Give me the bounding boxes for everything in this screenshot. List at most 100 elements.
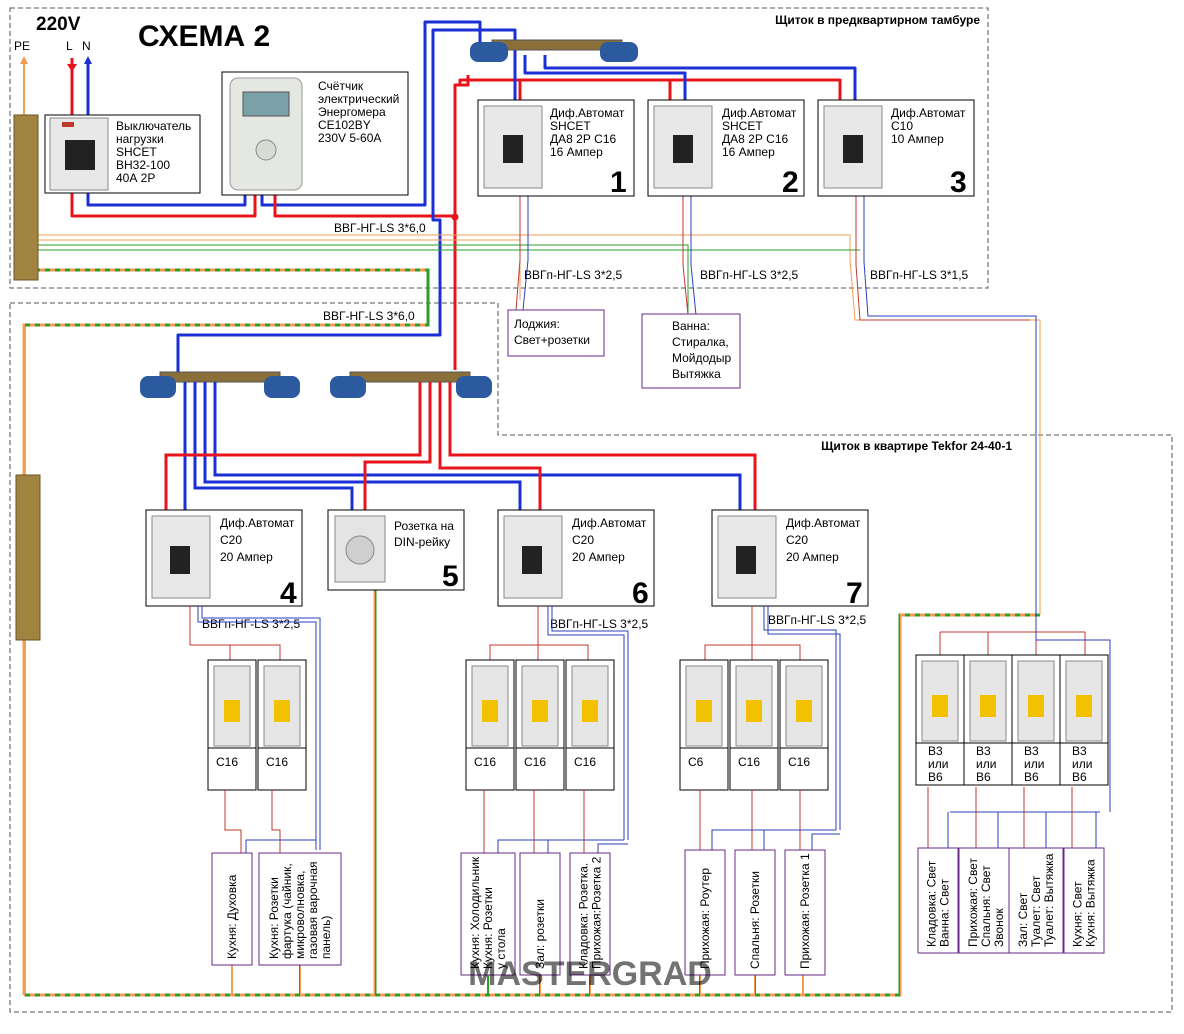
n-terminal-label: N <box>82 39 91 53</box>
cable-7-label: ВВГп-НГ-LS 3*2,5 <box>768 613 867 627</box>
label-line: ДА8 2Р С16 <box>722 132 788 146</box>
apartment-enclosure-label: Щиток в квартире Tekfor 24-40-1 <box>821 439 1012 453</box>
label-line: Стиралка, <box>672 335 729 349</box>
label-line: Выключатель <box>116 119 191 133</box>
load-hall-outlets-label: Зал: розетки <box>533 899 547 969</box>
label-line: Мойдодыр <box>672 351 732 365</box>
load-hall-light-label: Зал: Свет <box>1016 892 1030 947</box>
n-arrow-icon <box>84 56 92 118</box>
breaker-light-3-rating: или <box>1024 757 1044 771</box>
meter-label: СчётчикэлектрическийЭнергомераСЕ102BY230… <box>318 79 399 145</box>
label-line: 20 Ампер <box>786 550 839 564</box>
label-line: Вытяжка <box>672 367 721 381</box>
pe-terminal-label: PE <box>14 39 30 53</box>
watermark: MASTERGRAD <box>468 955 712 993</box>
load-kitchen-fridge-label: Кухня: Холодильник <box>468 856 482 969</box>
load-closet-light-label: Ванна: Свет <box>938 879 952 947</box>
rcbo-6-number: 6 <box>632 577 649 610</box>
load-closet-outlet-label: Прихожая:Розетка 2 <box>590 856 604 969</box>
label-line: 20 Ампер <box>220 550 273 564</box>
label-line: нагрузки <box>116 132 164 146</box>
breaker-light-4-rating: В6 <box>1072 770 1087 784</box>
load-bedroom-outlets-label: Спальня: Розетки <box>748 871 762 969</box>
label-line: С20 <box>786 533 808 547</box>
load-kitchen-fridge-label: Кухня: Розетки <box>481 887 495 969</box>
rcbo-7-number: 7 <box>846 577 863 610</box>
load-hallway-light-label: Прихожая: Свет <box>966 858 980 947</box>
load-hall-light-label: Туалет: Вытяжка <box>1042 853 1056 947</box>
stairwell-enclosure <box>9 7 989 289</box>
label-line: 10 Ампер <box>891 132 944 146</box>
energy-meter: СчётчикэлектрическийЭнергомераСЕ102BY230… <box>221 71 409 196</box>
label-line: Диф.Автомат <box>786 516 861 530</box>
scheme-title: СХЕМА 2 <box>138 20 270 53</box>
stairwell-enclosure-label: Щиток в предквартирном тамбуре <box>775 13 980 27</box>
breaker-g4-2-rating: С16 <box>266 755 288 769</box>
load-kitchen-fridge-label: у стола <box>494 928 508 969</box>
load-bedroom-outlets: Спальня: Розетки <box>734 849 776 976</box>
cable-4-label: ВВГп-НГ-LS 3*2,5 <box>202 617 301 631</box>
label-line: С20 <box>572 533 594 547</box>
cable-1-label: ВВГп-НГ-LS 3*2,5 <box>524 268 623 282</box>
label-line: 16 Ампер <box>550 145 603 159</box>
load-kitchen-oven-label: Кухня: Духовка <box>225 874 239 959</box>
breaker-light-2-rating: В6 <box>976 770 991 784</box>
label-line: электрический <box>318 92 399 106</box>
label-line: ДА8 2Р С16 <box>550 132 616 146</box>
feed-cable-top-label: ВВГ-НГ-LS 3*6,0 <box>334 221 426 235</box>
breaker-g6-1: С16 <box>465 659 515 791</box>
l-terminal-label: L <box>66 39 73 53</box>
label-line: DIN-рейку <box>394 535 450 549</box>
rcbo-2-number: 2 <box>782 166 799 199</box>
load-closet-light-label: Кладовка: Свет <box>925 860 939 947</box>
load-kitchen-light-label: Кухня: Свет <box>1071 881 1085 947</box>
top-neutral-busbar <box>470 39 638 62</box>
label-line: SHCET <box>116 145 157 159</box>
label-line: SHCET <box>550 119 591 133</box>
label-line: Лоджия: <box>514 317 560 331</box>
load-kitchen-light-label: Кухня: Вытяжка <box>1084 859 1098 947</box>
breaker-light-4-rating: В3 <box>1072 744 1087 758</box>
load-loggia-label: Лоджия:Свет+розетки <box>514 317 590 347</box>
label-line: Диф.Автомат <box>220 516 295 530</box>
feed-cable-bottom-label: ВВГ-НГ-LS 3*6,0 <box>323 309 415 323</box>
load-closet-outlet-label: Кладовка: Розетка. <box>577 863 591 969</box>
label-line: 20 Ампер <box>572 550 625 564</box>
load-kitchen-outlets-label: микроволновка, <box>293 871 307 959</box>
din-socket-5-number: 5 <box>442 560 459 593</box>
cable-6-label: ВВГп-НГ-LS 3*2,5 <box>550 617 649 631</box>
load-kitchen-outlets-label: газовая варочная <box>306 862 320 960</box>
label-line: 230V 5-60А <box>318 131 381 145</box>
breaker-g6-3: С16 <box>565 659 615 791</box>
label-line: SHCET <box>722 119 763 133</box>
voltage-label: 220V <box>36 14 81 35</box>
load-hall-outlets: Зал: розетки <box>519 852 561 976</box>
pe-terminal-block-apartment <box>15 474 41 641</box>
breaker-light-1-rating: В3 <box>928 744 943 758</box>
rcbo-1-number: 1 <box>610 166 627 199</box>
breaker-g7-3: С16 <box>779 659 829 791</box>
label-line: 16 Ампер <box>722 145 775 159</box>
load-kitchen-outlets-label: панель) <box>319 916 333 959</box>
